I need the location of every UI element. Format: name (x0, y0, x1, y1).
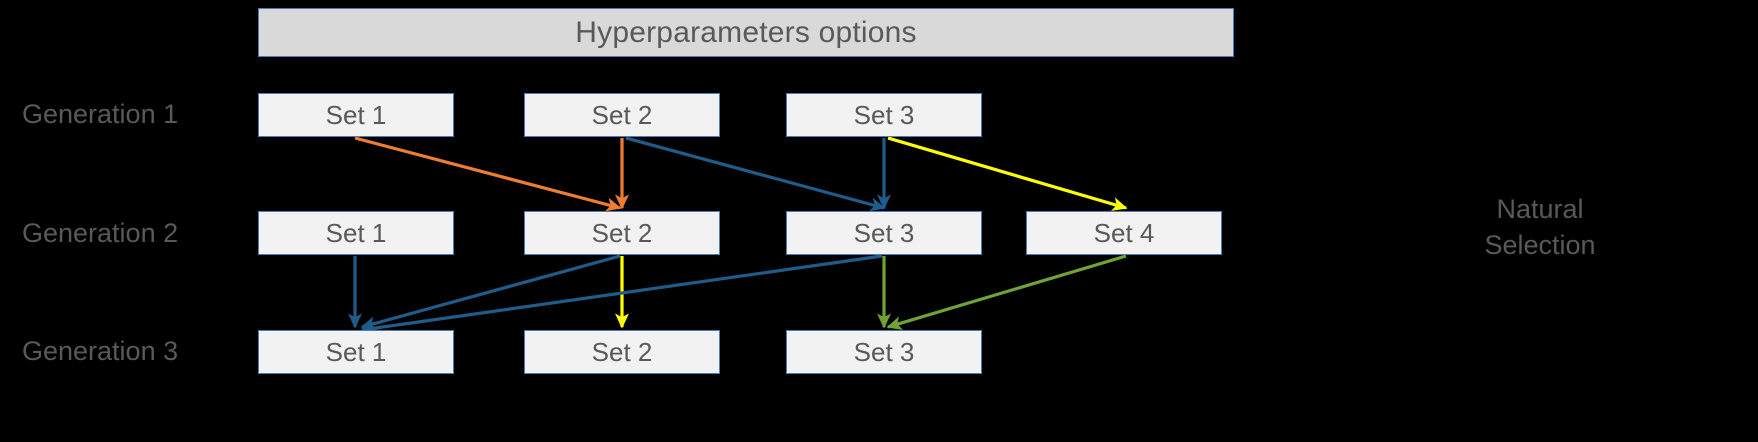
set-box-label: Set 1 (325, 336, 387, 367)
arrow-g2set4-to-g3set3 (886, 254, 1127, 330)
set-box-g1-s2[interactable]: Set 2 (524, 93, 720, 137)
set-box-g3-s3[interactable]: Set 3 (786, 330, 982, 374)
set-box-g3-s2[interactable]: Set 2 (524, 330, 720, 374)
arrow-g1set1-to-g2set2 (354, 136, 622, 212)
set-box-label: Set 2 (591, 99, 653, 130)
natural-selection-note: Natural Selection (1340, 192, 1740, 263)
arrow-g2set3-to-g3set1 (360, 254, 883, 336)
arrow-g2set2-to-g3set1 (360, 254, 621, 331)
generation-3-label: Generation 3 (22, 336, 179, 366)
set-box-label: Set 3 (853, 217, 915, 248)
set-box-label: Set 3 (853, 99, 915, 130)
generation-1-label: Generation 1 (22, 99, 179, 129)
set-box-g2-s3[interactable]: Set 3 (786, 211, 982, 255)
banner-label: Hyperparameters options (575, 15, 917, 49)
set-box-g1-s1[interactable]: Set 1 (258, 93, 454, 137)
set-box-g2-s4[interactable]: Set 4 (1026, 211, 1222, 255)
set-box-g1-s3[interactable]: Set 3 (786, 93, 982, 137)
set-box-label: Set 1 (325, 217, 387, 248)
natural-selection-line-2: Selection (1484, 229, 1596, 260)
set-box-label: Set 4 (1093, 217, 1155, 248)
arrow-g1set2-to-g2set3 (625, 136, 886, 212)
generation-2-label: Generation 2 (22, 218, 179, 248)
set-box-g2-s1[interactable]: Set 1 (258, 211, 454, 255)
hyperparameters-banner: Hyperparameters options (258, 8, 1234, 57)
natural-selection-line-1: Natural (1496, 194, 1584, 224)
set-box-label: Set 3 (853, 336, 915, 367)
set-box-label: Set 2 (591, 336, 653, 367)
set-box-g2-s2[interactable]: Set 2 (524, 211, 720, 255)
set-box-g3-s1[interactable]: Set 1 (258, 330, 454, 374)
set-box-label: Set 2 (591, 217, 653, 248)
arrow-g1set3-to-g2set4 (887, 136, 1128, 211)
set-box-label: Set 1 (325, 99, 387, 130)
